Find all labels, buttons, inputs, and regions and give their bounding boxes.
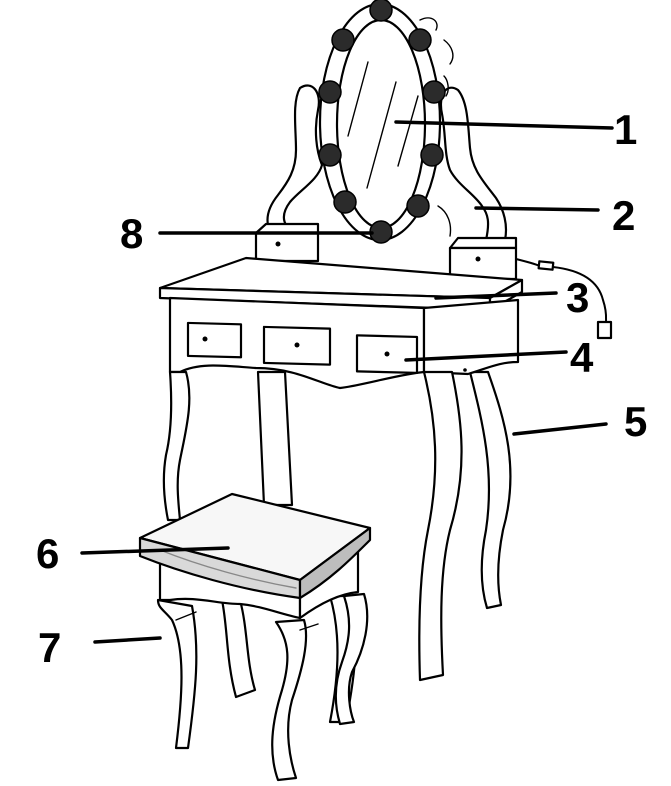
callout-leaders <box>80 120 614 644</box>
bulb <box>422 80 446 104</box>
leader-6 <box>80 546 230 555</box>
leader-1 <box>394 120 614 130</box>
callout-label-8: 8 <box>120 210 143 257</box>
table-back-legs <box>256 370 512 610</box>
right-top-box <box>448 236 518 281</box>
leader-5 <box>512 422 608 436</box>
oval-mirror <box>318 2 454 242</box>
bulb <box>318 143 342 167</box>
leader-7 <box>93 636 162 644</box>
table-top <box>158 256 524 312</box>
callout-label-1: 1 <box>614 106 637 153</box>
callout-label-7: 7 <box>38 624 61 671</box>
bulb <box>408 28 432 52</box>
bulb <box>318 80 342 104</box>
mirror-support-right <box>439 86 508 242</box>
leader-4 <box>404 350 568 362</box>
drawers <box>186 321 467 375</box>
drawer-left <box>186 321 243 359</box>
bulb <box>331 28 355 52</box>
table-front-legs <box>162 370 463 682</box>
leader-3 <box>434 291 558 300</box>
bulb <box>369 0 393 22</box>
callout-label-4: 4 <box>570 334 594 381</box>
callout-label-3: 3 <box>566 274 589 321</box>
stool <box>138 492 372 782</box>
power-cable <box>515 258 613 340</box>
callout-label-5: 5 <box>624 398 647 445</box>
bulb <box>420 143 444 167</box>
bulb <box>333 190 357 214</box>
callout-labels: 1 2 3 4 5 6 7 8 <box>36 106 647 671</box>
leader-2 <box>474 206 600 212</box>
callout-label-2: 2 <box>612 192 635 239</box>
mirror-light-bulbs <box>318 0 446 244</box>
callout-label-6: 6 <box>36 530 59 577</box>
left-top-box <box>254 222 320 263</box>
mirror-support-left <box>266 84 324 227</box>
bulb <box>406 194 430 218</box>
